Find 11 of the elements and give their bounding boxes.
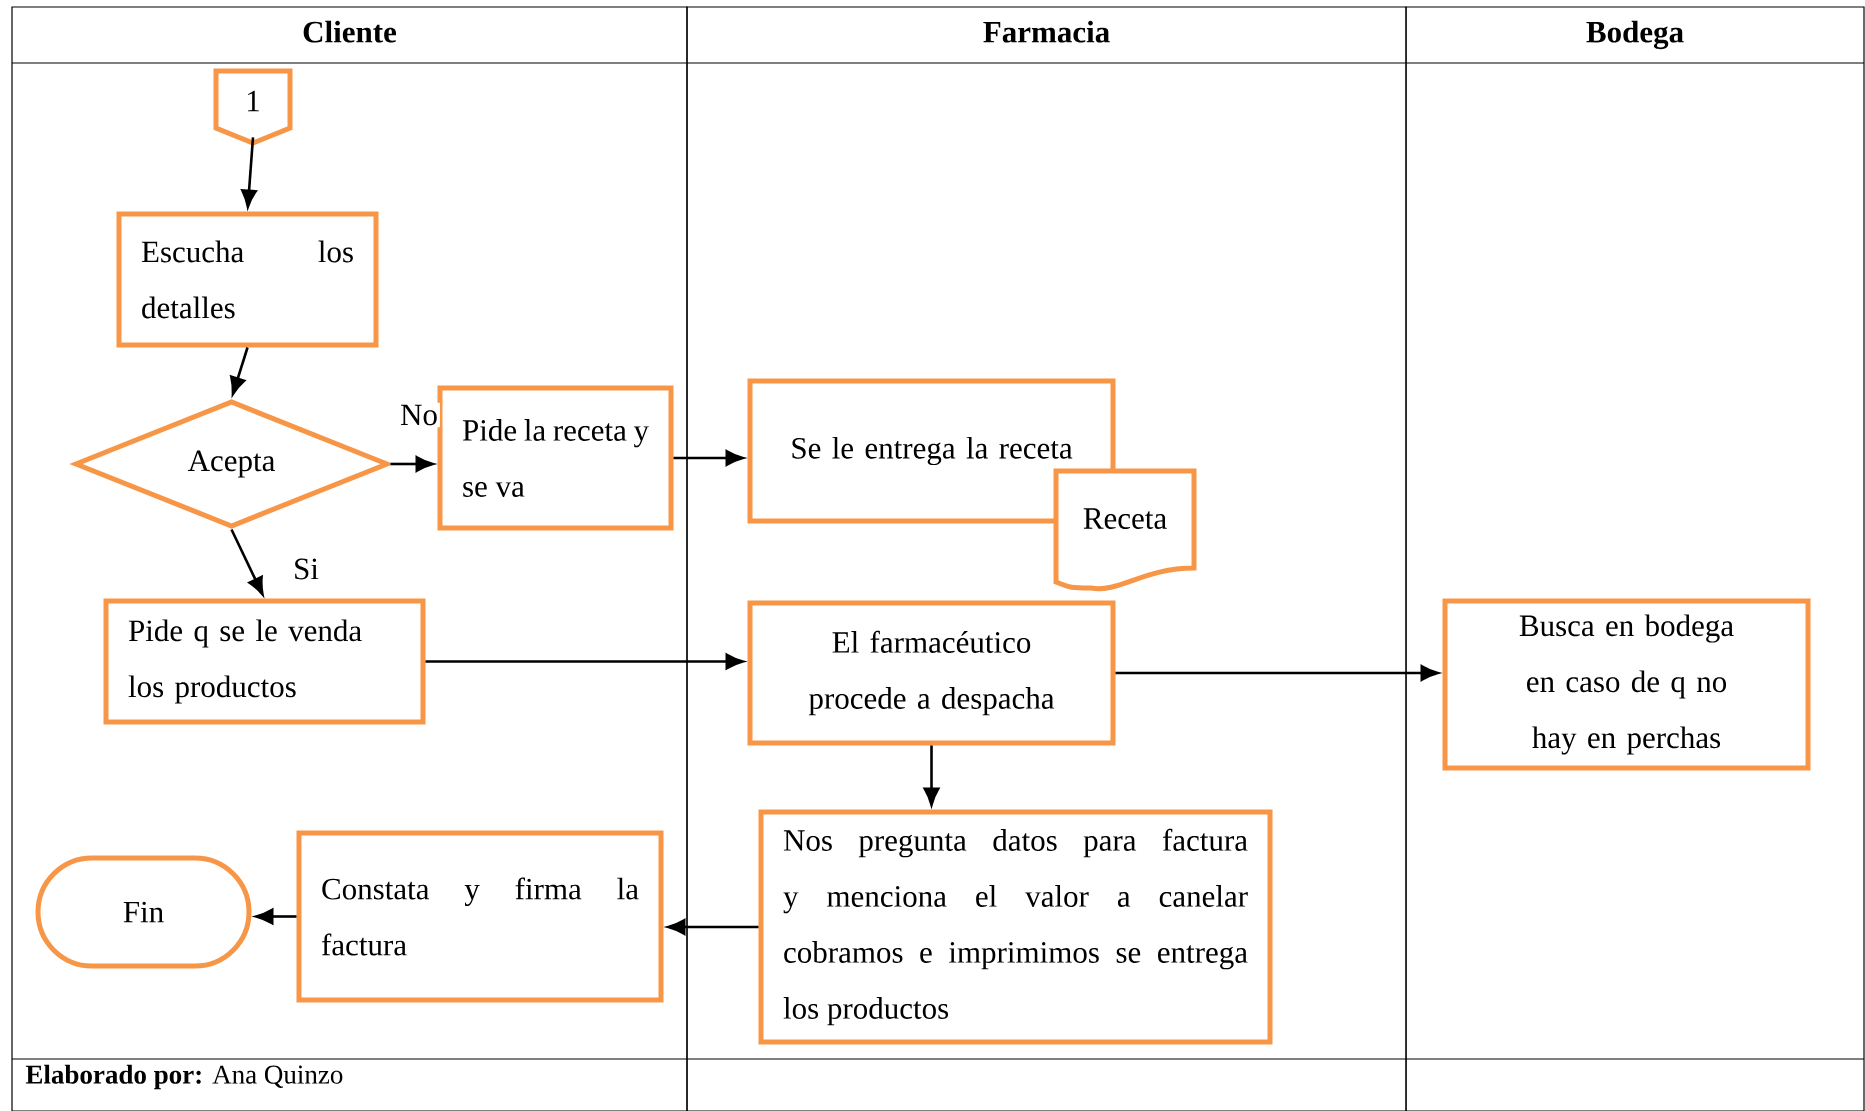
process-box: Constata y firma la factura <box>296 830 664 1003</box>
process-box: Pide q se le venda los productos <box>103 598 426 725</box>
process-box: Escucha los detalles <box>116 211 379 348</box>
process-box: Pide la receta y se va <box>437 385 674 531</box>
process-box: El farmacéutico procede a despacha <box>747 600 1116 746</box>
process-box: Busca en bodega en caso de q no hay en perchas <box>1442 598 1811 771</box>
footer-note: Elaborado por: Ana Quinzo <box>25 1064 343 1090</box>
edge-label: No <box>398 402 440 428</box>
edge-label: Si <box>291 556 321 582</box>
process-box: Nos pregunta datos para factura y menciona el valor a canelar cobramos e imprimimos se entrega los productos <box>758 809 1273 1045</box>
off-page-connector: 1 <box>213 68 293 146</box>
